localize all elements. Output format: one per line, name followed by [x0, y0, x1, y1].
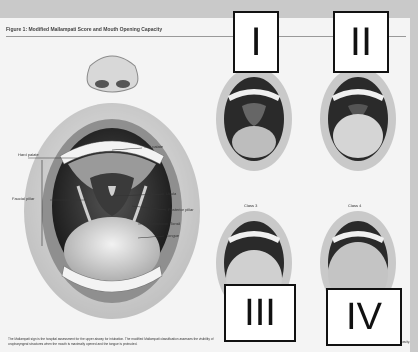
label-tongue: Tongue — [166, 233, 179, 238]
label-hard-palate: Hard palate — [18, 152, 39, 157]
large-mouth-illustration: Soft palate Hard palate Uvula Faucial pi… — [20, 46, 205, 326]
label-faucial-pillar: Faucial pillar — [12, 196, 34, 201]
mouth-class-2 — [318, 64, 398, 174]
label-soft-palate: Soft palate — [144, 144, 163, 149]
figure-caption: The Mallampati sign is the hospital asse… — [8, 337, 220, 346]
label-class-4-small: Class 4 — [348, 203, 361, 208]
label-tonsil: Tonsil — [170, 221, 180, 226]
class-ii-label: II — [333, 11, 389, 73]
label-posterior-pillar: Posterior pillar — [168, 207, 194, 212]
label-uvula: Uvula — [166, 191, 176, 196]
label-class-3-small: Class 3 — [244, 203, 257, 208]
mouth-class-1 — [214, 64, 294, 174]
class-i-label: I — [233, 11, 279, 73]
class-iv-label: IV — [326, 288, 402, 346]
class-iii-label: III — [224, 284, 296, 342]
